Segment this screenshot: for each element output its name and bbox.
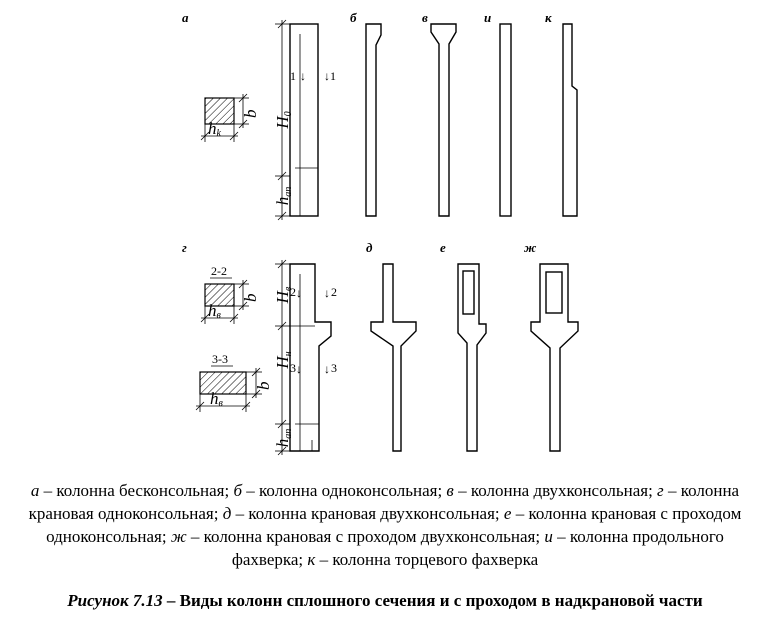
caption-text: – Виды колонн сплошного сечения и с прох… bbox=[162, 591, 703, 610]
section-3-3 bbox=[195, 367, 262, 412]
section-mark-1-right: 1 bbox=[330, 69, 336, 83]
dim-hk-sub: k bbox=[217, 128, 222, 139]
dim-hv-22-letter: h bbox=[208, 301, 217, 320]
legend-e-label: е bbox=[503, 504, 512, 523]
legend-i-text: – колонна продольного фахверка; bbox=[231, 527, 724, 569]
dim-Hn-letter: H bbox=[273, 355, 292, 370]
section-3-3-title: 3-3 bbox=[212, 352, 228, 366]
dim-Hn: Hн bbox=[273, 351, 294, 369]
svg-text:hап: hап bbox=[273, 187, 294, 206]
section-1-1 bbox=[200, 93, 249, 142]
dim-hv-33: hв bbox=[210, 389, 224, 409]
section-mark-1-left: 1 bbox=[290, 69, 296, 83]
dim-han-bottom-sub: ап bbox=[283, 429, 294, 439]
section-mark-3-left: 3 bbox=[290, 361, 296, 375]
section-mark-2-left: 2 bbox=[290, 285, 296, 299]
dim-han-sub: ап bbox=[283, 187, 294, 197]
column-g bbox=[275, 259, 332, 456]
svg-text:H0: H0 bbox=[273, 111, 294, 129]
column-e-passage bbox=[462, 270, 475, 315]
legend-zh-text: – колонна крановая с проходом двухконсол… bbox=[186, 527, 545, 546]
column-e bbox=[457, 263, 487, 452]
dim-b-top: b bbox=[241, 110, 260, 119]
legend-g-text: – колонна крановая одноконсольная; bbox=[28, 481, 740, 523]
legend-b-label: б bbox=[233, 481, 243, 500]
dim-hv-22-sub: в bbox=[217, 310, 222, 321]
dim-han-top: hап bbox=[273, 187, 294, 206]
label-g: г bbox=[182, 240, 187, 255]
dim-hv-33-letter: h bbox=[210, 389, 219, 408]
dim-Hv-sub: в bbox=[283, 286, 294, 291]
label-b: б bbox=[350, 10, 357, 25]
legend-b-text: – колонна одноконсольная; bbox=[242, 481, 447, 500]
figure-legend: а – колонна бесконсольная; б – колонна о… bbox=[14, 479, 756, 571]
dim-han-bottom: hап bbox=[273, 429, 294, 448]
dim-b-22: b bbox=[241, 294, 260, 303]
legend-zh-label: ж bbox=[170, 527, 187, 546]
dim-hk: hk bbox=[208, 119, 222, 139]
dim-Hn-sub: н bbox=[283, 351, 294, 356]
dim-H-letter: H bbox=[273, 115, 292, 130]
section-2-2 bbox=[200, 279, 249, 324]
label-a: а bbox=[182, 10, 189, 25]
dim-b-33: b bbox=[254, 382, 273, 391]
column-b bbox=[365, 23, 382, 217]
section-mark-2-right: 2 bbox=[331, 285, 337, 299]
legend-e-text: – колонна крановая с проходом одноконсол… bbox=[46, 504, 742, 546]
section-arrow-1-right: ↓ bbox=[324, 69, 330, 83]
column-i bbox=[499, 23, 512, 217]
svg-text:hап: hап bbox=[273, 429, 294, 448]
legend-d-text: – колонна крановая двухконсольная; bbox=[231, 504, 504, 523]
legend-i-label: и bbox=[544, 527, 553, 546]
legend-k-label: к bbox=[307, 550, 316, 569]
legend-a-text: – колонна бесконсольная; bbox=[39, 481, 234, 500]
caption-number: Рисунок 7.13 bbox=[67, 591, 163, 610]
section-arrow-3-left: ↓ bbox=[296, 362, 302, 376]
dim-hv-33-sub: в bbox=[219, 398, 224, 409]
figure-drawing: а 1 ↓ ↓ 1 H0 hап b hk б в bbox=[182, 10, 579, 456]
section-arrow-2-left: ↓ bbox=[296, 286, 302, 300]
column-zh-passage bbox=[545, 271, 563, 314]
label-k: к bbox=[545, 10, 552, 25]
dim-hk-letter: h bbox=[208, 119, 217, 138]
legend-v-text: – колонна двухконсольная; bbox=[453, 481, 658, 500]
label-zh: ж bbox=[524, 240, 537, 255]
section-2-2-title: 2-2 bbox=[211, 264, 227, 278]
column-d bbox=[370, 263, 417, 452]
legend-k-text: – колонна торцевого фахверка bbox=[315, 550, 539, 569]
column-zh bbox=[530, 263, 579, 452]
label-e: е bbox=[440, 240, 446, 255]
legend-v-label: в bbox=[446, 481, 454, 500]
label-i: и bbox=[484, 10, 491, 25]
svg-text:Hн: Hн bbox=[273, 351, 294, 369]
dim-Hv: Hв bbox=[273, 286, 294, 304]
section-arrow-1-left: ↓ bbox=[300, 69, 306, 83]
section-arrow-3-right: ↓ bbox=[324, 362, 330, 376]
label-d: д bbox=[366, 240, 373, 255]
legend-a-label: а bbox=[30, 481, 40, 500]
column-k bbox=[562, 23, 578, 217]
dim-Hv-letter: H bbox=[273, 289, 292, 304]
dim-H0-sub: 0 bbox=[283, 111, 294, 116]
svg-text:Hв: Hв bbox=[273, 286, 294, 304]
dim-han-bottom-letter: h bbox=[273, 439, 292, 448]
section-arrow-2-right: ↓ bbox=[324, 286, 330, 300]
section-mark-3-right: 3 bbox=[331, 361, 337, 375]
legend-g-label: г bbox=[657, 481, 664, 500]
figure-caption: Рисунок 7.13 – Виды колонн сплошного сеч… bbox=[0, 591, 770, 611]
dim-H0: H0 bbox=[273, 111, 294, 129]
dim-h-letter: h bbox=[273, 197, 292, 206]
column-v bbox=[430, 23, 457, 217]
legend-d-label: д bbox=[222, 504, 232, 523]
column-a bbox=[275, 19, 319, 221]
dim-hv-22: hв bbox=[208, 301, 222, 321]
label-v: в bbox=[422, 10, 428, 25]
